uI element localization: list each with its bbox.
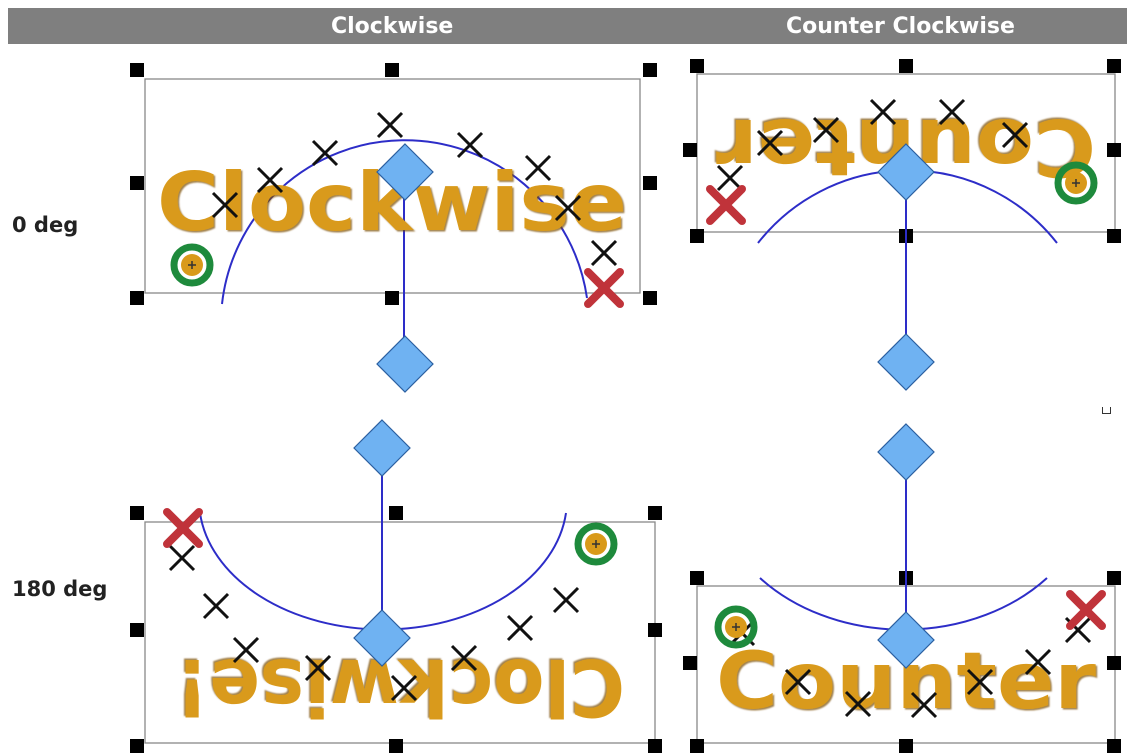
rotation-handle-icon[interactable] bbox=[877, 333, 935, 391]
rotation-handle-icon[interactable] bbox=[376, 335, 434, 393]
column-header-bar: Clockwise Counter Clockwise bbox=[8, 8, 1127, 44]
start-point-icon[interactable] bbox=[578, 526, 614, 562]
row-label-0-deg: 0 deg bbox=[12, 213, 79, 237]
rotation-handle-icon[interactable] bbox=[353, 419, 411, 477]
resize-marker bbox=[1102, 407, 1111, 414]
panel-counter-clockwise-180[interactable]: Counter bbox=[683, 423, 1121, 753]
end-point-icon[interactable] bbox=[167, 512, 199, 544]
panel-clockwise-0[interactable]: Clockwise bbox=[130, 63, 657, 393]
end-point-icon[interactable] bbox=[588, 272, 620, 304]
panel-counter-clockwise-0[interactable]: Counter bbox=[683, 59, 1121, 391]
row-label-180-deg: 180 deg bbox=[12, 577, 108, 601]
column-title-clockwise: Clockwise bbox=[331, 14, 454, 39]
end-point-icon[interactable] bbox=[710, 189, 742, 221]
baseline-arc bbox=[221, 139, 588, 305]
column-title-counter-clockwise: Counter Clockwise bbox=[786, 14, 1015, 39]
start-point-icon[interactable] bbox=[174, 247, 210, 283]
panel-clockwise-180[interactable]: Clockwise! bbox=[130, 419, 662, 753]
rotation-handle-icon[interactable] bbox=[877, 423, 935, 481]
